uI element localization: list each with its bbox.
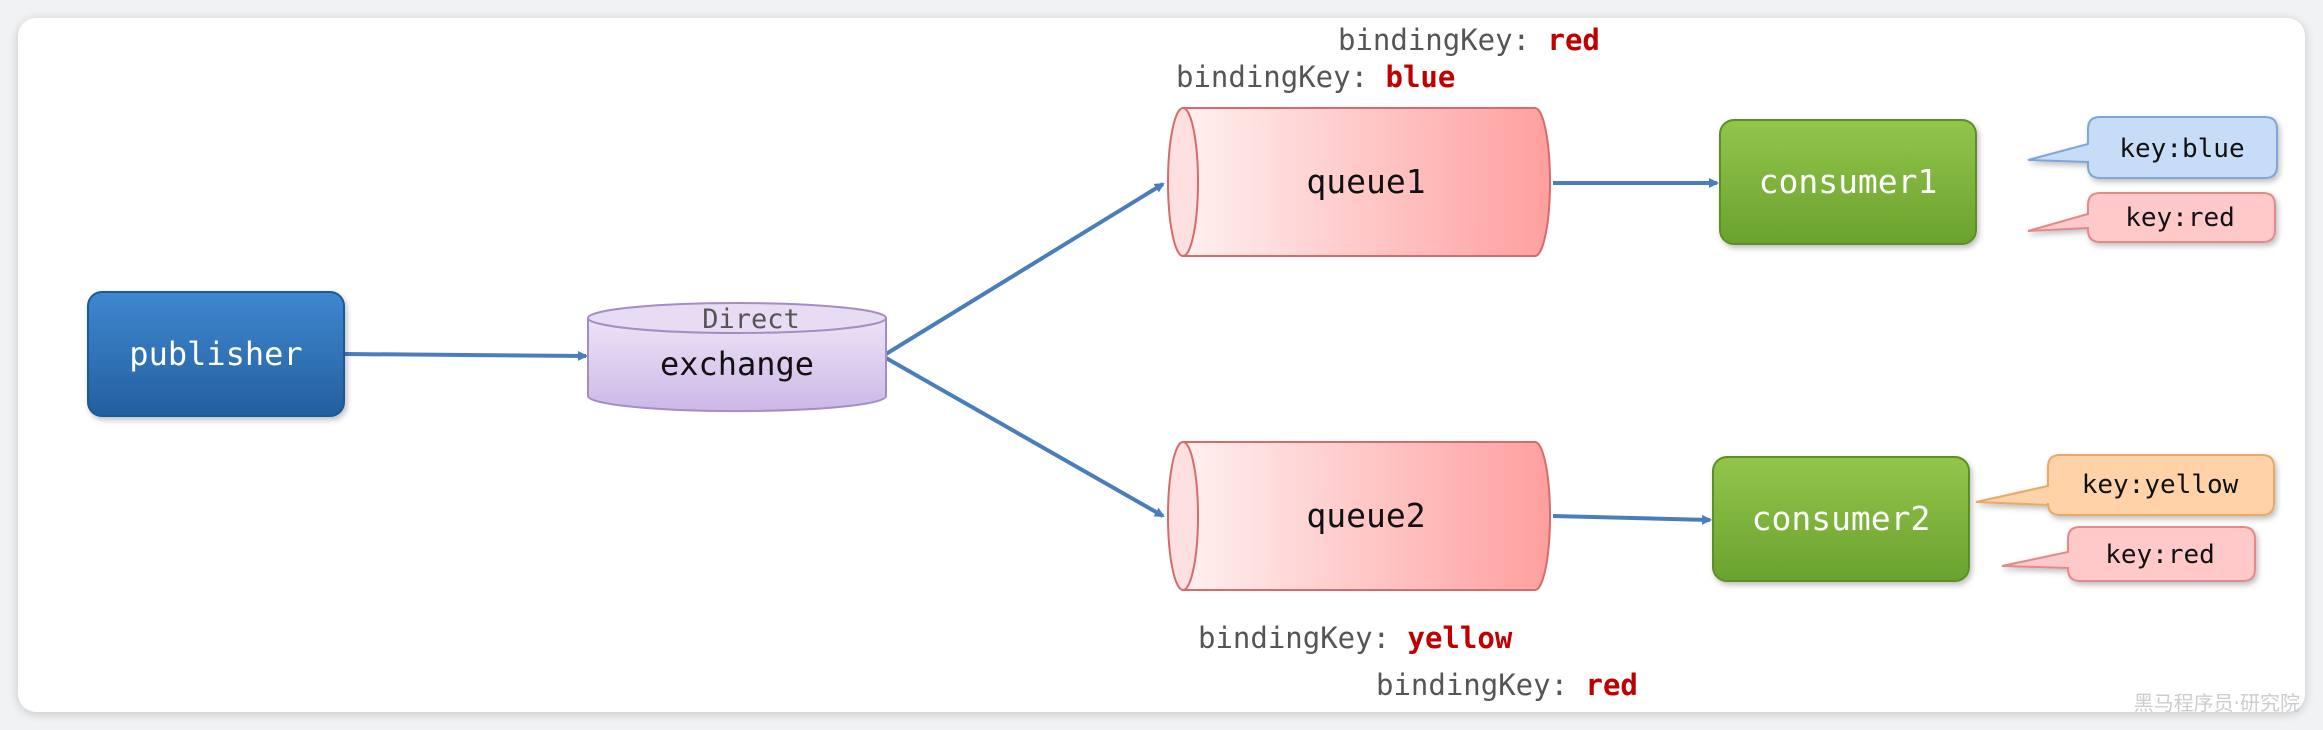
callout-c1-red: key:red [2027, 192, 2276, 243]
exchange-node: Direct exchange [587, 302, 887, 413]
consumer2-label: consumer2 [1752, 499, 1931, 538]
callout-c2-red: key:red [2001, 526, 2256, 582]
publisher-label: publisher [129, 335, 302, 373]
binding-labels: bindingKey: red bindingKey: blue binding… [1176, 23, 1638, 702]
consumer1-label: consumer1 [1759, 162, 1938, 201]
binding-prefix: bindingKey: [1338, 23, 1548, 57]
edge-queue2-consumer2 [1552, 514, 1712, 525]
callout-c2-yellow: key:yellow [1975, 454, 2275, 516]
binding-value: red [1548, 23, 1600, 57]
callout-c2-yellow-label: key:yellow [2082, 470, 2239, 500]
queue2-label: queue2 [1306, 496, 1425, 535]
binding-value: yellow [1408, 621, 1513, 655]
queue1-label: queue1 [1306, 162, 1425, 201]
binding-value: blue [1386, 60, 1456, 94]
consumer2-node: consumer2 [1712, 456, 1970, 582]
consumer1-node: consumer1 [1719, 119, 1977, 245]
binding-prefix: bindingKey: [1176, 60, 1386, 94]
exchange-type-label: Direct [702, 304, 800, 335]
binding-queue1-red: bindingKey: red [1338, 23, 1600, 57]
queue2-node: queue2 [1167, 441, 1551, 591]
watermark: 黑马程序员·研究院 [2134, 691, 2300, 715]
callout-c1-blue-label: key:blue [2119, 134, 2244, 164]
binding-queue1-blue: bindingKey: blue [1176, 60, 1455, 94]
binding-queue2-red: bindingKey: red [1376, 668, 1638, 702]
edge-exchange-queue1 [884, 182, 1165, 356]
edge-publisher-exchange [343, 350, 588, 361]
exchange-label: exchange [660, 345, 814, 383]
edge-exchange-queue2 [885, 356, 1165, 518]
publisher-node: publisher [87, 291, 345, 417]
callout-c1-blue: key:blue [2027, 116, 2278, 179]
binding-queue2-yellow: bindingKey: yellow [1198, 621, 1513, 655]
queue1-node: queue1 [1167, 107, 1551, 257]
binding-prefix: bindingKey: [1198, 621, 1408, 655]
binding-value: red [1586, 668, 1638, 702]
callout-c1-red-label: key:red [2125, 203, 2235, 233]
binding-prefix: bindingKey: [1376, 668, 1586, 702]
callout-c2-red-label: key:red [2105, 540, 2215, 570]
edges [343, 178, 1719, 525]
